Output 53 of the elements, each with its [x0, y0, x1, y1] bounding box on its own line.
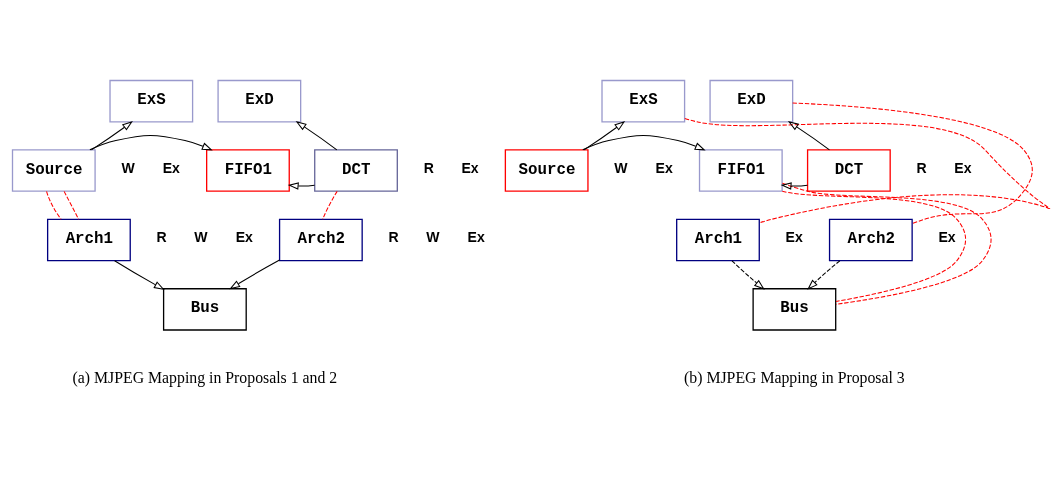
- node-box: ExD: [709, 79, 794, 123]
- node-box: Arch2: [828, 218, 913, 262]
- arrow: [114, 260, 165, 290]
- arrow: [807, 260, 841, 290]
- node-box: DCT: [806, 149, 891, 192]
- label: Ex: [655, 160, 673, 177]
- label: Ex: [162, 160, 180, 177]
- arrow: [295, 121, 338, 151]
- arrow: [89, 134, 213, 151]
- node-box: Source: [11, 149, 96, 192]
- label: Ex: [461, 160, 479, 177]
- node-box: Bus: [162, 288, 247, 331]
- connector: [792, 102, 1033, 224]
- label: Ex: [785, 229, 803, 246]
- label: Ex: [938, 229, 956, 246]
- node-box: Arch1: [47, 218, 131, 262]
- label: W: [121, 160, 135, 177]
- node-box: DCT: [314, 149, 398, 192]
- node-box: FIFO1: [698, 149, 783, 192]
- arrow: [229, 259, 281, 290]
- node-box: ExS: [109, 79, 194, 123]
- node-box: ExS: [601, 79, 686, 123]
- connector: [63, 190, 80, 220]
- label: W: [426, 229, 440, 246]
- label: Ex: [954, 160, 972, 177]
- label: R: [423, 160, 434, 177]
- node-box: Arch1: [676, 218, 760, 262]
- node-box: FIFO1: [206, 149, 290, 192]
- arrow: [90, 121, 133, 151]
- arrow: [780, 182, 808, 190]
- label: R: [388, 229, 399, 246]
- connector: [781, 190, 967, 302]
- connector: [684, 118, 1051, 224]
- node-box: Bus: [752, 288, 837, 331]
- arrow: [583, 121, 626, 151]
- node-box: Arch2: [278, 218, 363, 262]
- label: Ex: [235, 229, 253, 246]
- arrow: [287, 182, 316, 190]
- arrow: [731, 260, 765, 290]
- label: (b) MJPEG Mapping in Proposal 3: [684, 368, 905, 386]
- arrow: [787, 121, 830, 151]
- label: W: [194, 229, 208, 246]
- label: Ex: [467, 229, 485, 246]
- node-box: Source: [504, 149, 589, 192]
- arrow: [582, 134, 706, 151]
- label: R: [916, 160, 927, 177]
- node-box: ExD: [217, 79, 302, 123]
- label: W: [614, 160, 628, 177]
- connector: [322, 190, 338, 220]
- connector: [46, 190, 62, 220]
- label: (a) MJPEG Mapping in Proposals 1 and 2: [72, 368, 338, 386]
- label: R: [156, 229, 167, 246]
- connector: [781, 182, 992, 305]
